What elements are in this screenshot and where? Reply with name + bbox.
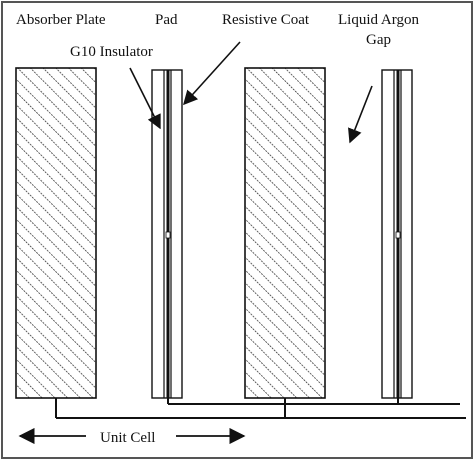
arrow-g10-insulator [129,67,161,130]
readout-board-2 [381,69,413,399]
arrow-liquid-argon-gap [348,85,373,144]
g10-insulator-label: G10 Insulator [70,44,153,60]
absorber-plate-1 [15,67,97,399]
gap-label: Gap [366,32,391,48]
liquid-argon-label: Liquid Argon [338,12,419,28]
resistive-coat-label: Resistive Coat [222,12,310,28]
unit-cell-label: Unit Cell [100,430,155,446]
pad-label: Pad [155,12,178,28]
absorber-plate-2 [244,67,326,399]
connection-leads [55,398,466,419]
absorber-plate-label: Absorber Plate [16,12,106,28]
label-arrows [129,41,373,144]
unit-cell-label-bg [86,426,176,446]
readout-board-1 [151,69,183,399]
arrow-resistive-coat [183,41,241,106]
